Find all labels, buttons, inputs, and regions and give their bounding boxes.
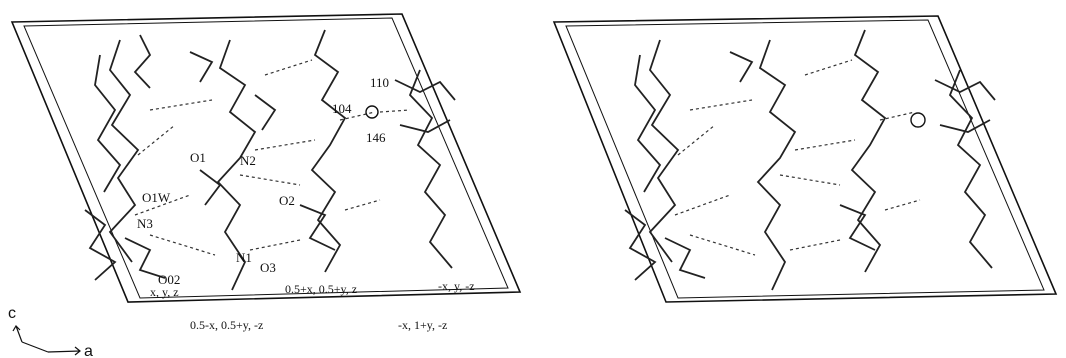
atom-label-o1w: O1W (142, 190, 171, 205)
unit-cell-outline (10, 13, 522, 303)
unit-cell-outline-inner (565, 19, 1045, 299)
hydrogen-bonds (674, 59, 921, 256)
unit-cell-outline (552, 15, 1058, 303)
atom-label-o02: O02 (158, 272, 180, 287)
axis-label-c: c (8, 305, 16, 322)
bond-distance-labels: 110 104 146 (332, 75, 389, 145)
axis-label-a: a (84, 343, 93, 358)
unit-cell-outline-inner (23, 17, 509, 299)
distance-label-104: 104 (332, 101, 352, 116)
atom-label-n3: N3 (137, 216, 153, 231)
molecular-network (624, 29, 996, 291)
water-oxygen-circle (910, 112, 926, 128)
symmetry-label-neg-x-one-y: -x, 1+y, -z (398, 318, 447, 332)
water-oxygen-circle (365, 105, 379, 119)
symmetry-labels: x, y, z 0.5+x, 0.5+y, z -x, y, -z 0.5-x,… (150, 279, 475, 332)
axes-indicator (12, 325, 81, 356)
symmetry-label-neg-x: -x, y, -z (438, 279, 475, 293)
right-panel (552, 15, 1058, 303)
distance-label-146: 146 (366, 130, 386, 145)
atom-label-o1: O1 (190, 150, 206, 165)
hydrogen-bonds (134, 59, 411, 256)
distance-label-110: 110 (370, 75, 389, 90)
atom-label-o2: O2 (279, 193, 295, 208)
atom-labels: O1 N2 O1W N3 O2 N1 O3 O02 (137, 150, 295, 287)
symmetry-label-half-minus-x: 0.5-x, 0.5+y, -z (190, 318, 263, 332)
atom-label-n2: N2 (240, 153, 256, 168)
atom-label-o3: O3 (260, 260, 276, 275)
atom-label-n1: N1 (236, 250, 252, 265)
left-panel: O1 N2 O1W N3 O2 N1 O3 O02 110 104 146 x,… (10, 13, 522, 332)
molecular-network (84, 29, 456, 291)
symmetry-label-x-y-z: x, y, z (150, 285, 179, 299)
symmetry-label-half-x: 0.5+x, 0.5+y, z (285, 282, 357, 296)
